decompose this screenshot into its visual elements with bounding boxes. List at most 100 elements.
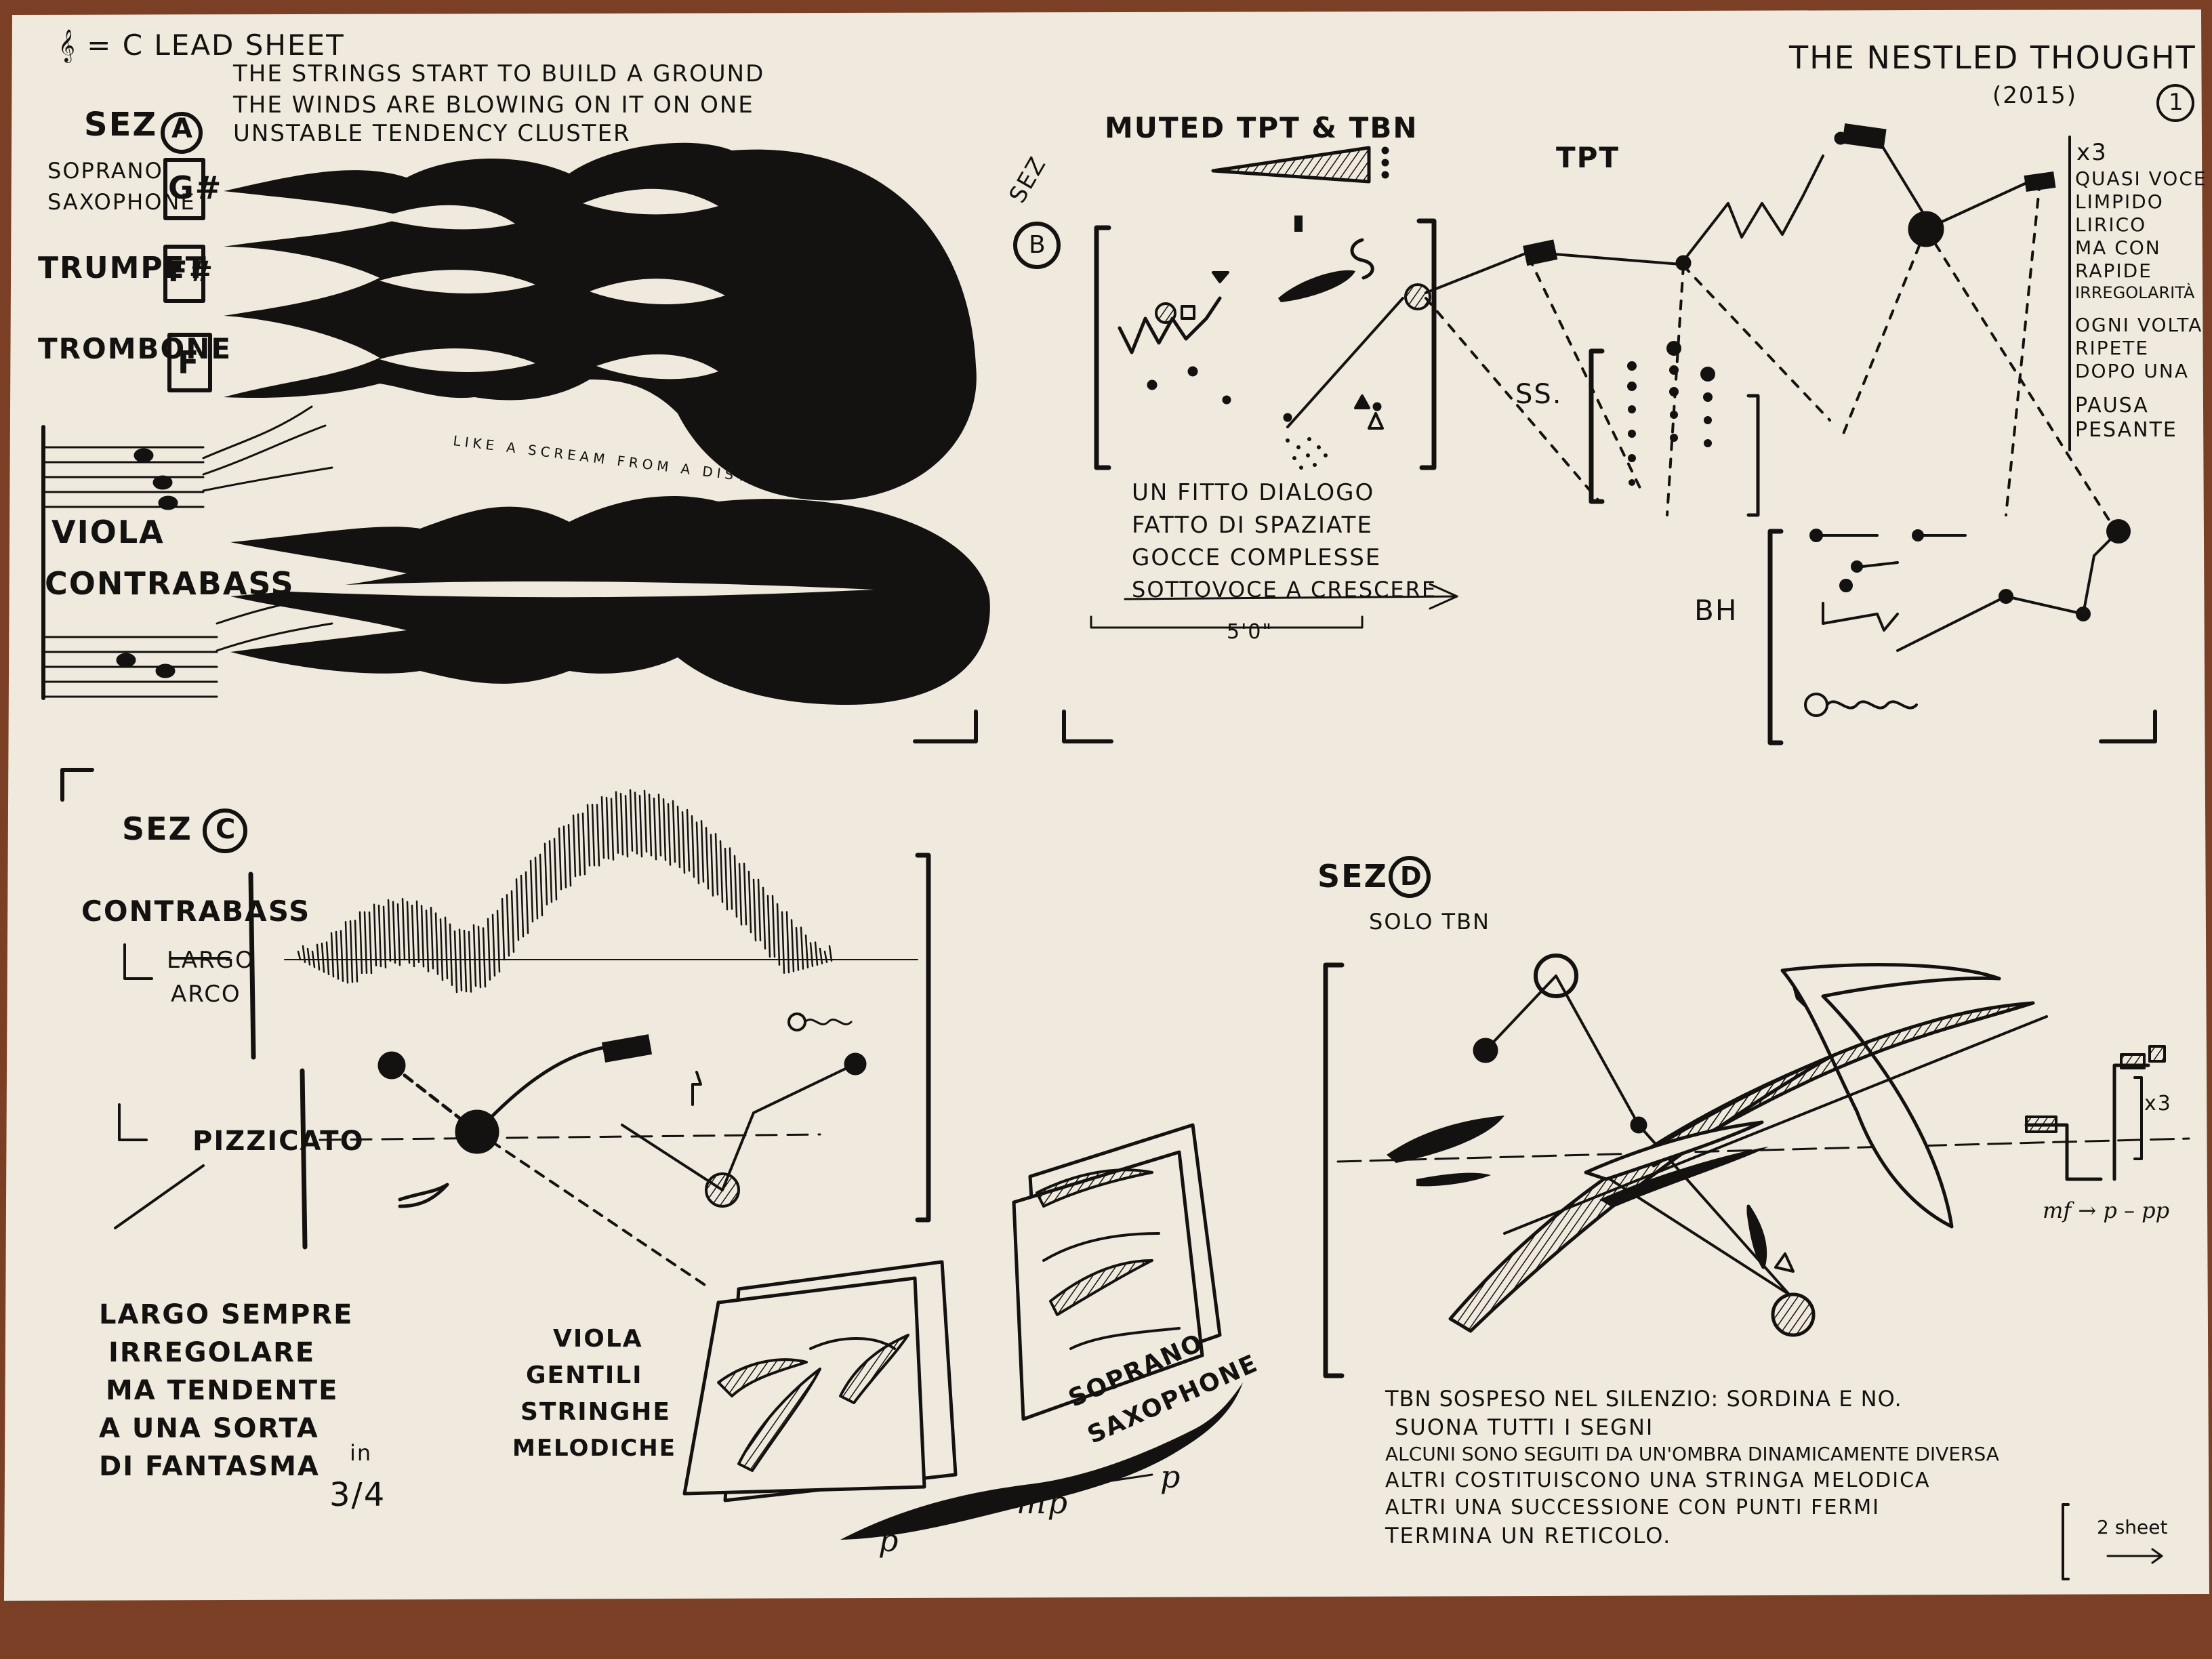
arco-hatch-stroke bbox=[624, 794, 629, 858]
arco-hatch-stroke bbox=[562, 825, 567, 888]
bass-note-2 bbox=[155, 663, 176, 678]
contrabass-staff bbox=[42, 636, 218, 698]
largo-note: LARGO SEMPRE IRREGOLARE MA TENDENTE A UN… bbox=[99, 1301, 353, 1480]
sec-b-letter: B bbox=[1029, 231, 1047, 259]
arco-hatch-stroke bbox=[686, 808, 691, 872]
arco-hatch-stroke bbox=[501, 897, 506, 961]
b-squiggle bbox=[1118, 296, 1222, 354]
trombone-note-box bbox=[167, 333, 212, 392]
arco-hatch-stroke bbox=[344, 920, 349, 984]
muted-wedge bbox=[1211, 146, 1371, 184]
d-repeat-label: x3 bbox=[2144, 1092, 2172, 1115]
viola-note: VIOLA GENTILI STRINGHE MELODICHE bbox=[512, 1327, 676, 1460]
tbn-note-line: TBN SOSPESO NEL SILENZIO: SORDINA E NO. bbox=[1385, 1386, 1902, 1412]
dialog-line: UN FITTO DIALOGO bbox=[1132, 479, 1375, 506]
arco-hatch-stroke bbox=[510, 890, 515, 954]
arco-hatch-stroke bbox=[600, 796, 605, 859]
arco-hatch-stroke bbox=[785, 911, 790, 974]
arco-hatch-stroke bbox=[453, 930, 458, 994]
arco-hatch-stroke bbox=[525, 871, 529, 935]
arco-hatch-stroke bbox=[733, 855, 738, 918]
b-s-shape bbox=[1350, 238, 1374, 280]
b-triangle-3 bbox=[1354, 394, 1370, 409]
arco-hatch-stroke bbox=[757, 878, 762, 942]
arco-hatch-stroke bbox=[605, 796, 610, 860]
blob-slit-4 bbox=[583, 188, 718, 215]
arco-hatch-stroke bbox=[729, 847, 733, 910]
side-note-line: RIPETE bbox=[2075, 337, 2150, 359]
arco-hatch-stroke bbox=[743, 862, 747, 926]
bh-label: BH bbox=[1694, 594, 1738, 627]
d-step-block-1 bbox=[2025, 1115, 2057, 1133]
arco-hatch-stroke bbox=[676, 805, 681, 869]
b-dash-1 bbox=[1294, 216, 1303, 232]
page-number: 1 bbox=[2169, 89, 2185, 116]
sec-d-circle bbox=[1389, 856, 1431, 898]
corner-mark-4 bbox=[60, 768, 94, 802]
arco-hatch-stroke bbox=[321, 942, 325, 973]
duration-bracket bbox=[1090, 615, 1364, 629]
largo-divider bbox=[114, 1164, 205, 1229]
trumpet-note-box bbox=[163, 245, 205, 303]
viola-label: VIOLA bbox=[52, 514, 165, 550]
arco-hatch-stroke bbox=[491, 914, 496, 977]
arco-hatch-stroke bbox=[373, 903, 377, 967]
arco-hatch-stroke bbox=[392, 901, 396, 964]
tbn-note-line: ALTRI UNA SUCCESSIONE CON PUNTI FERMI bbox=[1385, 1496, 1880, 1519]
arco-hatch-stroke bbox=[444, 916, 449, 980]
muted-label: MUTED TPT & TBN bbox=[1105, 111, 1418, 144]
ink-drawing bbox=[41, 84, 2194, 1580]
contrabass-label-a: CONTRABASS bbox=[45, 565, 295, 602]
arco-hatch-stroke bbox=[506, 894, 510, 957]
largo-line: A UNA SORTA bbox=[99, 1413, 319, 1444]
arco-hatch-stroke bbox=[482, 927, 487, 988]
sec-c-letter: C bbox=[216, 814, 237, 845]
d-long-line bbox=[1503, 1015, 2048, 1235]
arco-hatch-stroke bbox=[420, 905, 425, 968]
intro-line-1: THE STRINGS START TO BUILD A GROUND bbox=[233, 60, 765, 87]
arco-hatch-stroke bbox=[629, 789, 634, 852]
piece-title: THE NESTLED THOUGHT bbox=[1789, 39, 2196, 76]
arco-hatch-stroke bbox=[335, 930, 340, 980]
arco-hatch-stroke bbox=[567, 823, 572, 887]
wedge-dot-2 bbox=[1381, 159, 1389, 167]
arco-hatch-stroke bbox=[710, 834, 714, 897]
side-note-line: IRREGOLARITÀ bbox=[2075, 283, 2195, 302]
d-ribbon-4 bbox=[1599, 1147, 1769, 1208]
sec-a-label: SEZ bbox=[84, 106, 158, 144]
dialog-line: SOTTOVOCE A CRESCERE bbox=[1132, 577, 1437, 602]
d-baseline bbox=[1336, 1137, 2190, 1163]
viola-note-1 bbox=[134, 448, 154, 463]
arco-hatch-stroke bbox=[719, 840, 724, 903]
arco-hatch-stroke bbox=[520, 874, 525, 938]
tpt-path-2 bbox=[1879, 141, 1926, 217]
d-dynamics: mf → p – pp bbox=[2043, 1197, 2170, 1223]
arco-hatch-stroke bbox=[487, 918, 491, 981]
b-triangle-1 bbox=[1212, 271, 1229, 283]
sax-melody-1 bbox=[1036, 1168, 1153, 1208]
arco-hatch-stroke bbox=[643, 790, 648, 853]
largo-line: DI FANTASMA bbox=[99, 1451, 320, 1482]
arco-hatch-stroke bbox=[591, 803, 596, 867]
trumpet-note: F# bbox=[168, 255, 214, 288]
corner-mark-2 bbox=[1062, 710, 1113, 743]
ss-label: SS. bbox=[1515, 379, 1563, 410]
viola-note-3 bbox=[158, 495, 178, 510]
ss-bracket-right bbox=[1746, 394, 1760, 517]
sec-c-label: SEZ bbox=[122, 811, 192, 847]
sax-melody-2 bbox=[1049, 1259, 1153, 1316]
arco-hatch-stroke bbox=[771, 895, 776, 958]
side-note-line: PESANTE bbox=[2075, 418, 2177, 442]
arco-hatch-stroke bbox=[463, 929, 468, 993]
arco-hatch-stroke bbox=[572, 814, 577, 878]
blob-slit-3 bbox=[380, 348, 535, 372]
dialog-arrow-head bbox=[1429, 583, 1458, 610]
arco-hatch-stroke bbox=[377, 904, 382, 968]
b-dot-2 bbox=[1187, 366, 1198, 377]
sec-c-circle bbox=[203, 808, 247, 853]
bh-network bbox=[1896, 519, 2131, 652]
arco-hatch-stroke bbox=[434, 912, 439, 975]
bh-marks bbox=[1804, 529, 1967, 717]
arco-hatch-stroke bbox=[425, 909, 430, 972]
b-hatched-circle bbox=[1155, 302, 1176, 324]
